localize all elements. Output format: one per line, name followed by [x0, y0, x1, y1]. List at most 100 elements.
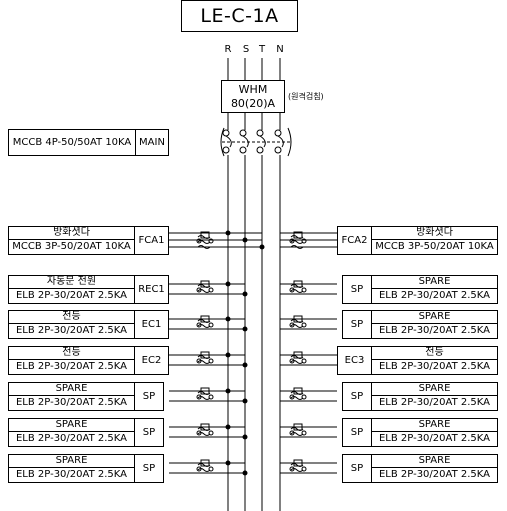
bus-junction-dot	[225, 281, 231, 287]
bus-junction-dot	[225, 460, 231, 466]
feeder-separator	[371, 311, 372, 338]
breaker-contact-arc	[197, 284, 211, 288]
feeder-breaker-spec: ELB 2P-30/20AT 2.5KA	[15, 325, 127, 336]
breaker-contact-arc	[290, 324, 304, 328]
feeder-load-name: SPARE	[9, 383, 134, 396]
feeder-breaker-spec: MCCB 3P-50/20AT 10KA	[12, 241, 131, 252]
main-breaker-box: MCCB 4P-50/50AT 10KA MAIN	[8, 129, 169, 156]
breaker-terminal	[289, 394, 295, 400]
breaker-terminal	[289, 238, 295, 244]
feeder-code: SP	[350, 283, 364, 295]
feeder-separator	[371, 455, 372, 482]
bus-junction-dot	[225, 316, 231, 322]
breaker-terminal	[196, 322, 202, 328]
feeder-separator	[134, 419, 135, 446]
breaker-contact-arc	[290, 355, 304, 359]
main-breaker-frame	[287, 127, 292, 157]
bus-junction-dot	[242, 398, 248, 404]
phase-label-t: T	[258, 44, 266, 55]
breaker-terminal	[301, 430, 307, 436]
breaker-terminal	[289, 358, 295, 364]
feeder-code: EC1	[141, 318, 162, 330]
bus-junction-dot	[259, 244, 265, 250]
breaker-terminal	[301, 322, 307, 328]
breaker-contact-arc	[290, 289, 304, 293]
main-breaker-blade	[259, 135, 266, 148]
bus-junction-dot	[242, 470, 248, 476]
feeder-separator	[134, 227, 135, 254]
feeder-load-name: 전등	[9, 347, 134, 360]
feeder-breaker-spec: ELB 2P-30/20AT 2.5KA	[378, 290, 490, 301]
watt-hour-meter: WHM 80(20)A	[221, 80, 285, 113]
feeder-code: SP	[350, 462, 364, 474]
breaker-terminal	[289, 322, 295, 328]
breaker-contact-arc	[197, 463, 211, 467]
breaker-contact-arc	[290, 319, 304, 323]
feeder-breaker-spec: MCCB 3P-50/20AT 10KA	[375, 241, 494, 252]
bus-junction-dot	[225, 388, 231, 394]
breaker-terminal	[196, 238, 202, 244]
main-breaker-contact-bottom	[256, 146, 264, 154]
feeder-load-name: SPARE	[9, 455, 134, 468]
phase-label-n: N	[276, 44, 284, 55]
breaker-terminal	[301, 466, 307, 472]
feeder-breaker-spec: ELB 2P-30/20AT 2.5KA	[15, 433, 127, 444]
feeder-code: REC1	[138, 283, 165, 295]
bus-junction-dot	[225, 352, 231, 358]
feeder-breaker-spec: ELB 2P-30/20AT 2.5KA	[15, 397, 127, 408]
breaker-terminal	[196, 466, 202, 472]
feeder-load-name: 전등	[372, 347, 497, 360]
breaker-terminal	[208, 394, 214, 400]
phase-label-r: R	[224, 44, 232, 55]
feeder-code: SP	[142, 426, 156, 438]
breaker-contact-arc	[197, 396, 211, 400]
breaker-contact-arc	[290, 463, 304, 467]
feeder-separator	[371, 227, 372, 254]
breaker-terminal	[301, 238, 307, 244]
breaker-terminal	[289, 430, 295, 436]
feeder-breaker-spec: ELB 2P-30/20AT 2.5KA	[15, 361, 127, 372]
breaker-contact-arc	[290, 396, 304, 400]
meter-rating: 80(20)A	[230, 97, 276, 110]
feeder-load-name: SPARE	[372, 383, 497, 396]
bus-junction-dot	[242, 326, 248, 332]
feeder-code: SP	[350, 426, 364, 438]
breaker-contact-arc	[197, 432, 211, 436]
feeder-code: SP	[350, 318, 364, 330]
breaker-contact-arc	[290, 245, 304, 249]
phase-label-s: S	[242, 44, 250, 55]
breaker-terminal	[208, 466, 214, 472]
feeder-breaker-spec: ELB 2P-30/20AT 2.5KA	[378, 361, 490, 372]
bus-junction-dot	[242, 362, 248, 368]
feeder-separator	[371, 347, 372, 374]
feeder-separator	[134, 455, 135, 482]
feeder-separator	[371, 276, 372, 303]
breaker-terminal	[289, 287, 295, 293]
main-breaker-code: MAIN	[139, 136, 165, 148]
feeder-load-name: SPARE	[372, 455, 497, 468]
feeder-separator	[134, 276, 135, 303]
breaker-contact-arc	[290, 284, 304, 288]
breaker-contact-arc	[290, 468, 304, 472]
feeder-separator	[371, 383, 372, 410]
feeder-load-name: SPARE	[372, 276, 497, 289]
bus-junction-dot	[242, 434, 248, 440]
breaker-contact-arc	[197, 427, 211, 431]
main-breaker-blade	[242, 135, 249, 148]
feeder-code: FCA1	[138, 234, 165, 246]
feeder-code: SP	[350, 390, 364, 402]
feeder-separator	[134, 347, 135, 374]
breaker-contact-arc	[290, 235, 304, 239]
bus-junction-dot	[242, 291, 248, 297]
feeder-load-name: 자동문 전원	[9, 276, 134, 289]
